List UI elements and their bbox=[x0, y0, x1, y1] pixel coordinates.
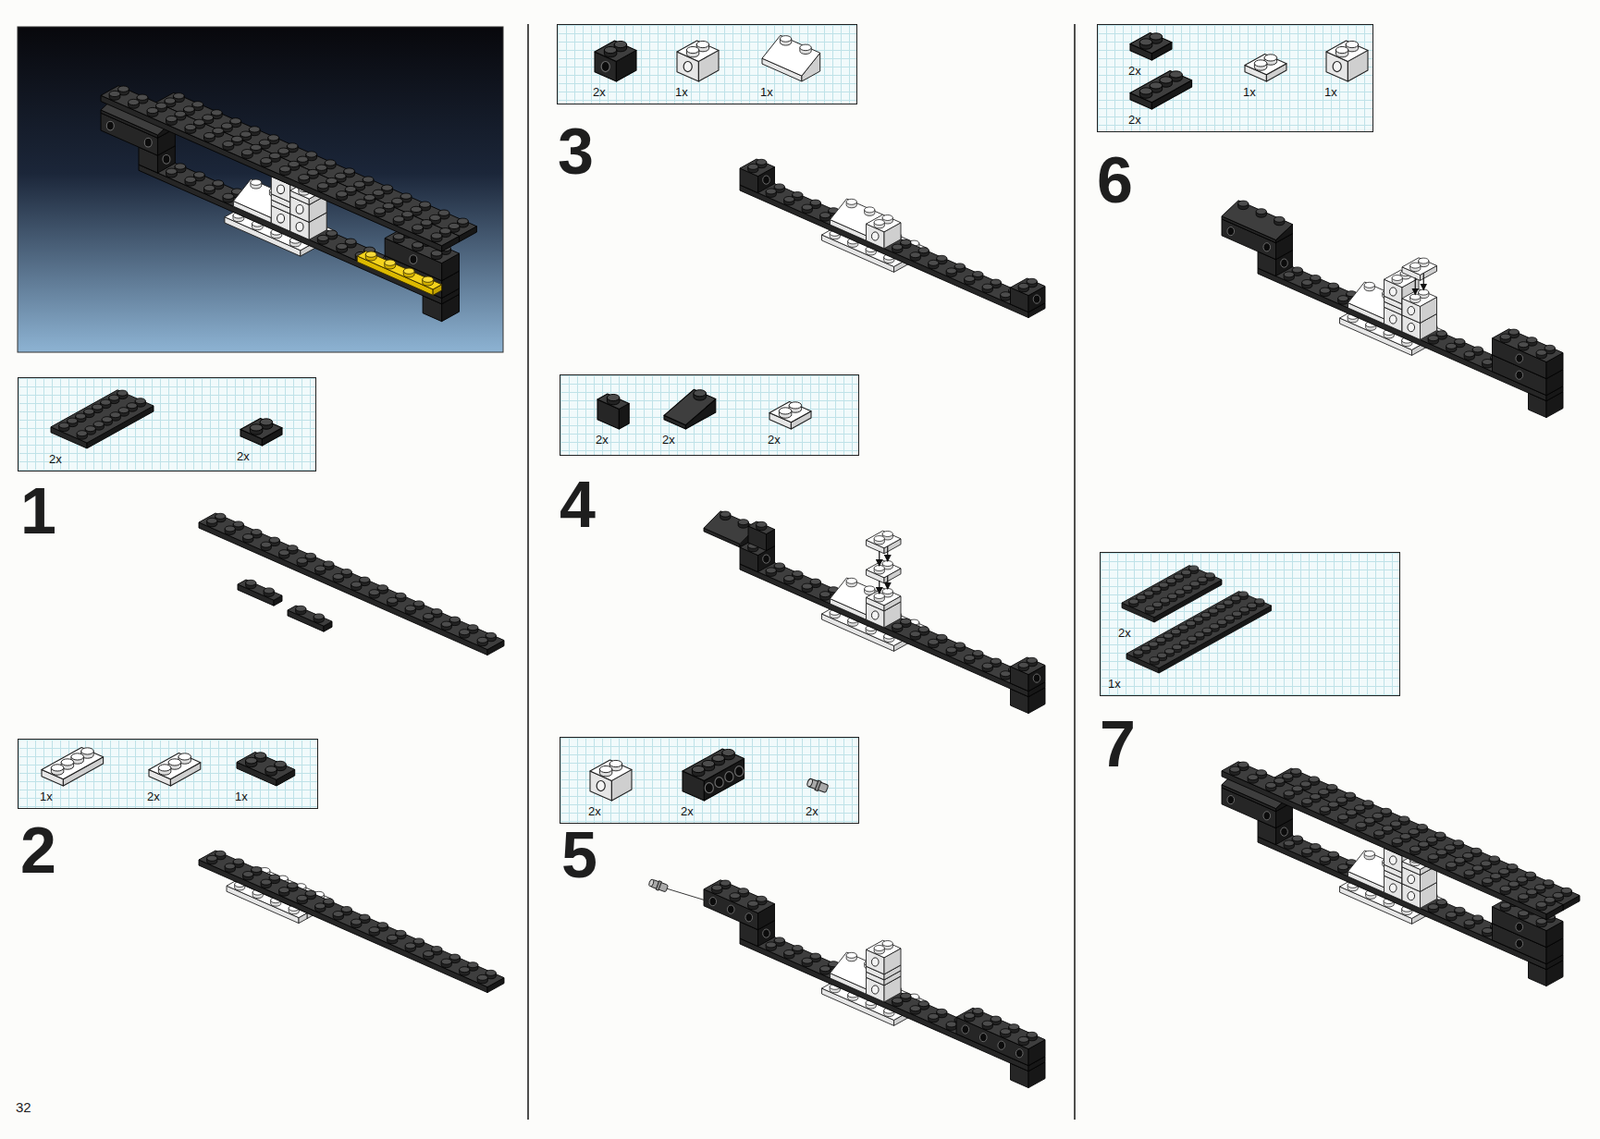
step-number: 4 bbox=[559, 472, 596, 538]
part-quantity: 2x bbox=[236, 449, 250, 464]
technic-pin bbox=[648, 878, 669, 894]
lego-part bbox=[1010, 657, 1047, 692]
lego-part bbox=[356, 251, 442, 296]
lego-part bbox=[769, 401, 812, 430]
lego-part bbox=[866, 588, 902, 612]
lego-part bbox=[703, 880, 776, 931]
parts-callout-box: 2x 2x bbox=[17, 377, 317, 472]
step-number: 5 bbox=[561, 823, 598, 888]
part-quantity: 2x bbox=[767, 432, 781, 447]
lego-part bbox=[1402, 258, 1438, 282]
lego-part bbox=[866, 530, 902, 554]
part-quantity: 1x bbox=[234, 789, 248, 804]
lego-part bbox=[594, 40, 637, 82]
lego-part bbox=[739, 159, 776, 194]
part-quantity: 1x bbox=[760, 85, 774, 99]
part-quantity: 1x bbox=[39, 789, 53, 804]
lego-part bbox=[739, 929, 1046, 1072]
part-quantity: 2x bbox=[147, 789, 160, 804]
lego-part bbox=[198, 513, 505, 656]
lego-part bbox=[590, 760, 632, 801]
lego-part bbox=[748, 521, 776, 552]
step-number: 1 bbox=[20, 479, 57, 544]
lego-part bbox=[240, 418, 283, 446]
lego-part bbox=[1244, 53, 1287, 82]
lego-part bbox=[1221, 200, 1293, 244]
lego-part bbox=[41, 747, 104, 787]
step-number: 2 bbox=[20, 818, 57, 884]
lego-part bbox=[1010, 278, 1047, 313]
lego-part bbox=[866, 560, 902, 584]
placement-arrow bbox=[886, 546, 888, 562]
parts-callout-box: 2x 1x 1x bbox=[556, 24, 858, 105]
lego-part bbox=[156, 92, 477, 242]
part-quantity: 2x bbox=[662, 432, 676, 447]
part-quantity: 2x bbox=[588, 804, 602, 819]
lego-part bbox=[676, 40, 719, 82]
step-number: 6 bbox=[1096, 147, 1133, 213]
part-quantity: 2x bbox=[1128, 63, 1142, 78]
assembly-steps bbox=[198, 159, 1580, 1089]
part-quantity: 1x bbox=[1243, 85, 1256, 99]
lego-part bbox=[148, 752, 201, 787]
model-photo bbox=[17, 26, 504, 353]
part-quantity: 2x bbox=[805, 804, 819, 819]
lego-part bbox=[1130, 32, 1172, 61]
lego-part bbox=[682, 749, 745, 801]
model-photo-content bbox=[100, 86, 477, 322]
column-divider bbox=[1073, 24, 1076, 1120]
part-icons bbox=[18, 739, 320, 811]
parts-callout-box: 1x 2x 1x bbox=[17, 738, 319, 810]
lego-part bbox=[1121, 566, 1222, 623]
part-icons bbox=[1100, 553, 1402, 698]
part-quantity: 1x bbox=[1107, 676, 1121, 691]
lego-part bbox=[739, 554, 1046, 698]
lego-part bbox=[1126, 591, 1272, 674]
column-divider bbox=[527, 24, 530, 1120]
part-quantity: 2x bbox=[680, 804, 694, 819]
lego-part bbox=[1326, 40, 1368, 82]
placement-arrow bbox=[1415, 278, 1416, 296]
lego-part bbox=[762, 35, 821, 82]
lego-part bbox=[236, 751, 296, 787]
part-quantity: 1x bbox=[675, 85, 689, 99]
insertion-line bbox=[666, 888, 710, 902]
parts-callout-box: 2x 2x 2x bbox=[559, 374, 860, 456]
step-number: 7 bbox=[1099, 712, 1136, 777]
placement-arrow bbox=[886, 576, 888, 590]
lego-part bbox=[1492, 329, 1564, 380]
part-icons bbox=[18, 378, 318, 473]
part-quantity: 2x bbox=[49, 452, 62, 467]
lego-part bbox=[100, 86, 459, 252]
parts-callout-box: 2x 1x 1x 2x bbox=[1096, 24, 1374, 133]
lego-part bbox=[50, 390, 154, 449]
part-quantity: 2x bbox=[1118, 626, 1132, 640]
lego-part bbox=[1221, 762, 1564, 921]
lego-part bbox=[956, 1008, 1046, 1066]
parts-callout-box: 2x 2x 2x bbox=[559, 737, 860, 825]
part-quantity: 2x bbox=[595, 432, 609, 447]
placement-arrow bbox=[1423, 273, 1425, 291]
part-quantity: 1x bbox=[1324, 85, 1338, 99]
lego-part bbox=[287, 605, 333, 632]
lego-part bbox=[866, 940, 902, 975]
lego-part bbox=[739, 175, 1046, 319]
page-number: 32 bbox=[15, 1100, 32, 1115]
lego-part bbox=[597, 393, 629, 430]
lego-part bbox=[664, 389, 716, 430]
step-number: 3 bbox=[557, 119, 594, 185]
lego-part bbox=[198, 850, 505, 994]
technic-pin bbox=[806, 777, 830, 795]
placement-arrow bbox=[878, 551, 880, 567]
lego-part bbox=[1402, 289, 1438, 324]
parts-callout-box: 2x 1x bbox=[1099, 552, 1401, 697]
lego-part bbox=[1257, 258, 1564, 402]
lego-part bbox=[1274, 768, 1580, 911]
lego-part bbox=[866, 214, 902, 249]
placement-arrow bbox=[878, 580, 880, 594]
part-quantity: 2x bbox=[1128, 112, 1142, 127]
lego-part bbox=[237, 579, 283, 606]
part-quantity: 2x bbox=[592, 85, 606, 99]
